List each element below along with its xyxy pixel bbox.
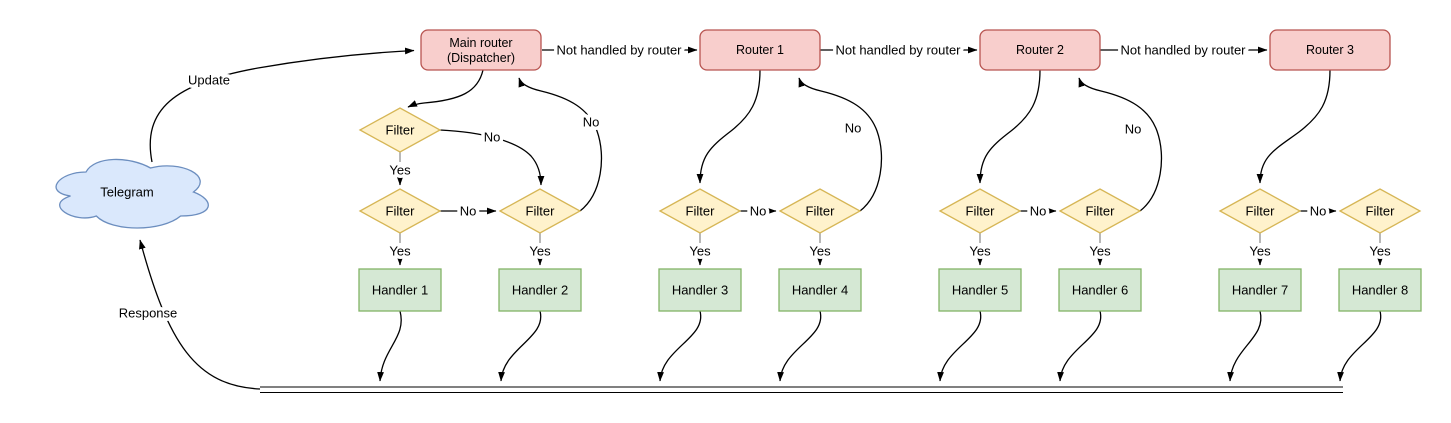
filter-router3-left: [1218, 188, 1302, 234]
edge-router2-to-filter: [976, 69, 1041, 184]
label-yes-8: Yes: [1369, 244, 1391, 259]
filter-router1-left-label: Filter: [686, 204, 716, 219]
edge-handler8-bus: [1337, 310, 1382, 382]
label-not-handled-1: Not handled by router: [556, 43, 682, 58]
label-no-pair-router1: No: [750, 204, 767, 219]
handler7-box: [1218, 268, 1302, 312]
edge-handler5-bus: [937, 310, 982, 382]
filter-router1-right-label: Filter: [806, 204, 836, 219]
edge-handler2-bus: [498, 310, 542, 382]
label-no-return-router1: No: [845, 121, 862, 136]
edge-handler3-bus: [657, 310, 702, 382]
filter-main-right-label: Filter: [526, 204, 556, 219]
label-yes-1: Yes: [389, 244, 411, 259]
edge-return-no-main: [518, 77, 603, 212]
router1-box: [699, 29, 821, 71]
label-no-pair-router2: No: [1030, 204, 1047, 219]
handler5-box: [938, 268, 1022, 312]
label-yes-5: Yes: [969, 244, 991, 259]
main-router-label-line2: (Dispatcher): [447, 51, 515, 65]
label-yes-4: Yes: [809, 244, 831, 259]
filter-main-right: [498, 188, 582, 234]
edge-return-no-router2: [1078, 77, 1163, 212]
nodes: Telegram Main router (Dispatcher) Router…: [55, 29, 1422, 312]
label-not-handled-3: Not handled by router: [1120, 43, 1246, 58]
edge-response: [139, 239, 261, 390]
label-no-filter-top: No: [484, 130, 501, 145]
handler2-label: Handler 2: [512, 283, 568, 298]
telegram-label: Telegram: [100, 185, 153, 200]
label-no-return-main: No: [583, 115, 600, 130]
filter-router3-right: [1338, 188, 1422, 234]
label-no-return-router2: No: [1125, 122, 1142, 137]
filter-router1-right: [778, 188, 862, 234]
edge-router3-to-filter: [1256, 69, 1331, 184]
router3-box: [1269, 29, 1391, 71]
router3-label: Router 3: [1306, 43, 1354, 57]
edge-update: [149, 47, 415, 163]
label-yes-7: Yes: [1249, 244, 1271, 259]
router1-label: Router 1: [736, 43, 784, 57]
label-yes-filter-top: Yes: [389, 163, 411, 178]
filter-main-left-label: Filter: [386, 204, 416, 219]
filter-router3-left-label: Filter: [1246, 204, 1276, 219]
handler6-label: Handler 6: [1072, 283, 1128, 298]
handler5-label: Handler 5: [952, 283, 1008, 298]
handler4-label: Handler 4: [792, 283, 848, 298]
router2-label: Router 2: [1016, 43, 1064, 57]
main-router-label-line1: Main router: [449, 36, 512, 50]
label-yes-3: Yes: [689, 244, 711, 259]
filter-main-left: [358, 188, 442, 234]
handler3-label: Handler 3: [672, 283, 728, 298]
edge-handler1-bus: [377, 310, 402, 382]
telegram-cloud: [55, 158, 209, 229]
edge-handler4-bus: [777, 310, 822, 382]
edge-handler7-bus: [1227, 310, 1262, 382]
filter-router2-right-label: Filter: [1086, 204, 1116, 219]
main-router-box: [420, 29, 542, 71]
edge-router1-to-filter: [696, 69, 761, 184]
handler3-box: [658, 268, 742, 312]
handler8-label: Handler 8: [1352, 283, 1408, 298]
filter-router1-left: [658, 188, 742, 234]
label-yes-6: Yes: [1089, 244, 1111, 259]
filter-router2-left: [938, 188, 1022, 234]
edge-labels: Update Response Not handled by router No…: [115, 39, 1394, 324]
filter-main-top-label: Filter: [386, 123, 416, 138]
label-no-pair-main: No: [460, 204, 477, 219]
filter-main-top: [358, 107, 442, 153]
response-bus: [260, 386, 1343, 394]
label-yes-2: Yes: [529, 244, 551, 259]
label-update: Update: [188, 73, 230, 88]
handler2-box: [498, 268, 582, 312]
filter-router2-right: [1058, 188, 1142, 234]
handler7-label: Handler 7: [1232, 283, 1288, 298]
label-response: Response: [119, 306, 178, 321]
router2-box: [979, 29, 1101, 71]
label-no-pair-router3: No: [1310, 204, 1327, 219]
handler1-label: Handler 1: [372, 283, 428, 298]
handler1-box: [358, 268, 442, 312]
edges: [139, 46, 1384, 390]
handler6-box: [1058, 268, 1142, 312]
handler8-box: [1338, 268, 1422, 312]
edge-main-to-filter-top: [407, 69, 484, 108]
edge-return-no-router1: [798, 77, 883, 212]
edge-filter-top-no: [439, 129, 545, 186]
handler4-box: [778, 268, 862, 312]
label-not-handled-2: Not handled by router: [835, 43, 961, 58]
filter-router2-left-label: Filter: [966, 204, 996, 219]
filter-router3-right-label: Filter: [1366, 204, 1396, 219]
edge-handler6-bus: [1057, 310, 1102, 382]
